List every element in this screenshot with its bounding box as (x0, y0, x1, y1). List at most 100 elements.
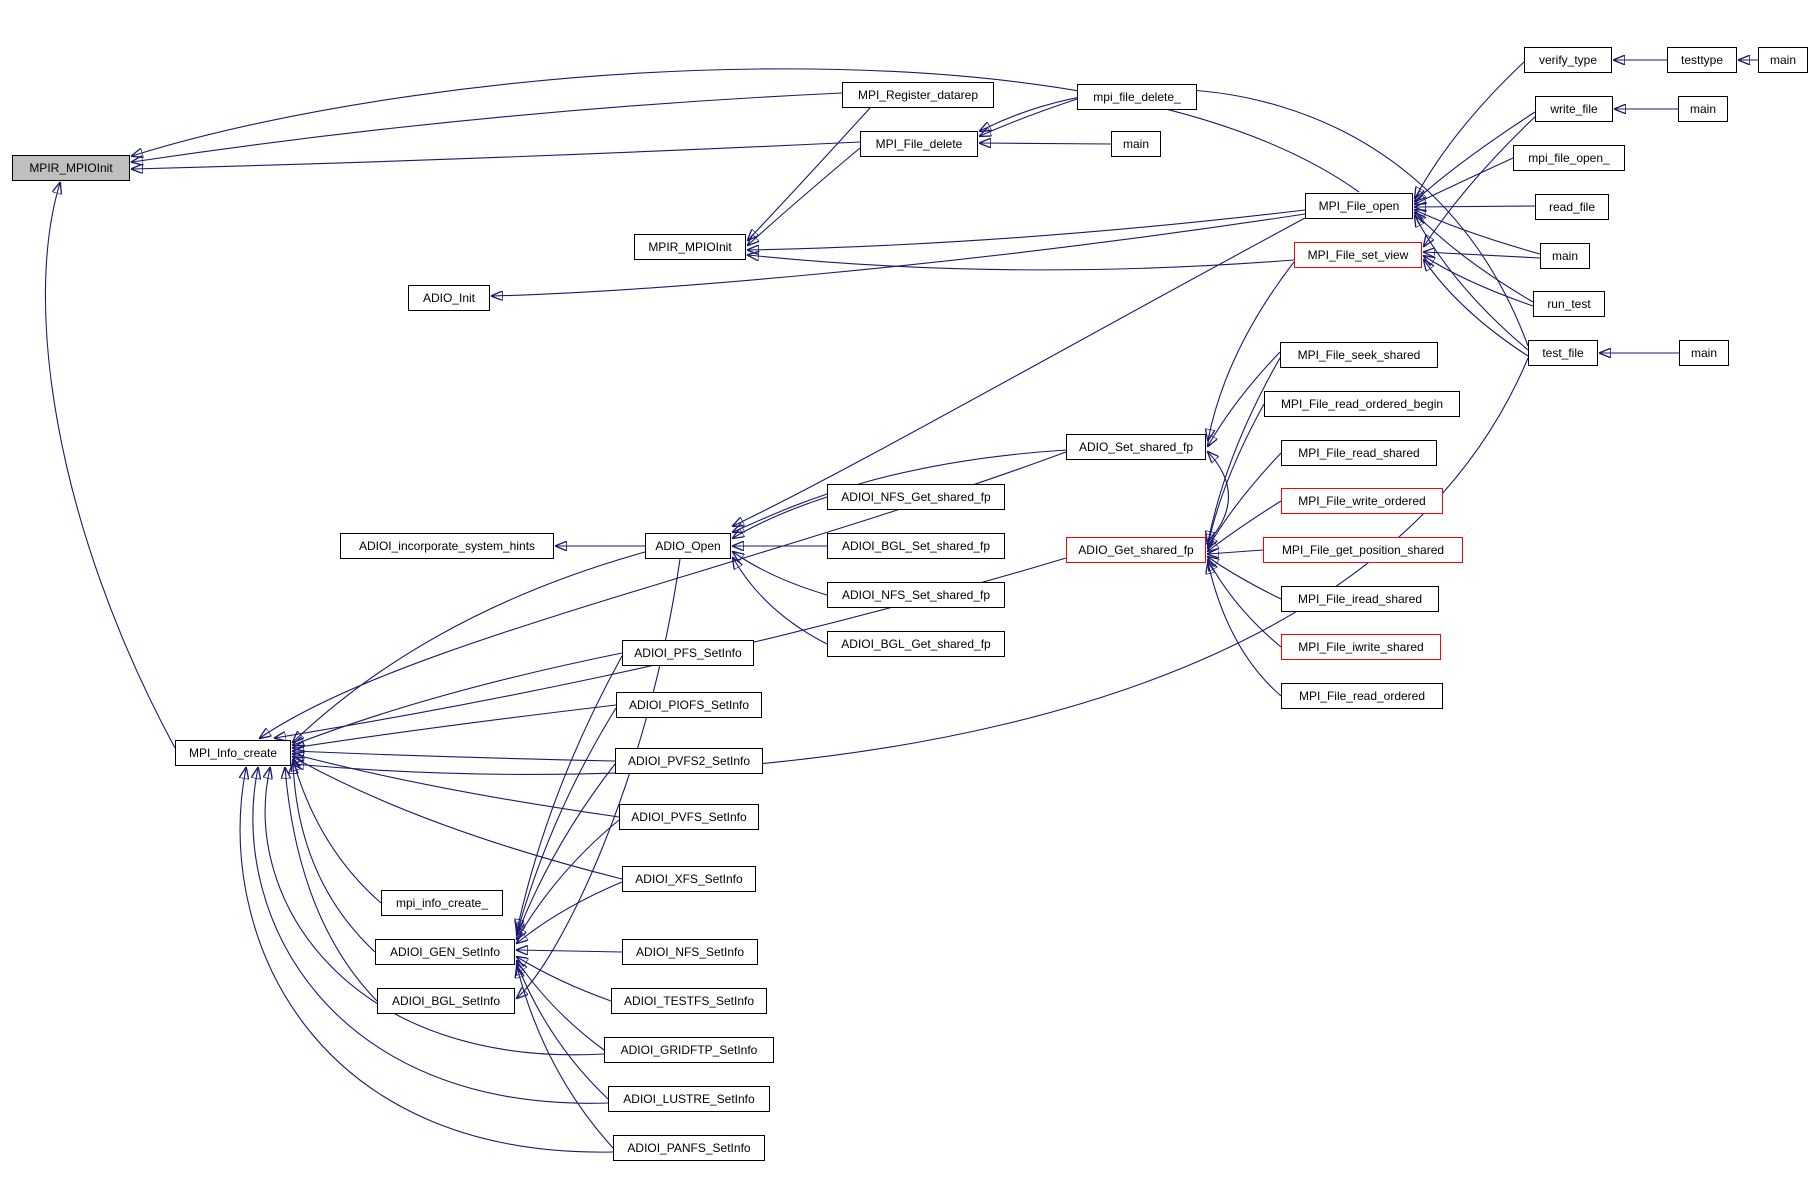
edge-mpi_file_get_position_shared-to-adio_get_shared_fp (1208, 550, 1264, 554)
edge-mpi_file_open-to-adio_open (733, 217, 1306, 526)
edge-write_file-to-mpi_file_open (1415, 111, 1536, 201)
edge-mpi_file_seek_shared-to-adio_get_shared_fp (1208, 357, 1281, 542)
node-mpi_file_seek_shared[interactable]: MPI_File_seek_shared (1280, 342, 1438, 368)
edge-adioi_gen_setinfo-to-mpi_info_create (293, 763, 376, 953)
edge-mpi_info_create_f-to-mpi_info_create (293, 760, 382, 904)
node-mpi_file_read_ordered[interactable]: MPI_File_read_ordered (1281, 683, 1443, 709)
node-mpi_file_read_ordered_begin[interactable]: MPI_File_read_ordered_begin (1264, 391, 1460, 417)
node-mpi_file_get_position_shared[interactable]: MPI_File_get_position_shared (1263, 537, 1463, 563)
node-main_tf[interactable]: main (1679, 340, 1729, 366)
edge-test_file-to-mpi_file_delete (980, 88, 1529, 347)
edge-mpi_info_create-to-mpir_main (44, 183, 176, 749)
edge-mpi_file_delete-to-mpir_main (132, 141, 861, 169)
node-adioi_nfs_set_shared_fp[interactable]: ADIOI_NFS_Set_shared_fp (827, 582, 1005, 608)
node-adioi_pvfs2_setinfo[interactable]: ADIOI_PVFS2_SetInfo (615, 748, 763, 774)
node-adioi_nfs_setinfo[interactable]: ADIOI_NFS_SetInfo (622, 939, 758, 965)
node-mpi_register_datarep[interactable]: MPI_Register_datarep (842, 82, 994, 108)
edge-mpi_file_open-to-adio_init (492, 213, 1306, 296)
node-mpi_file_delete[interactable]: MPI_File_delete (860, 131, 978, 157)
edge-test_file-to-mpi_info_create (293, 357, 1529, 775)
node-main_c[interactable]: main (1540, 243, 1590, 269)
node-adio_open[interactable]: ADIO_Open (645, 533, 731, 559)
edge-mpi_file_read_shared-to-adio_get_shared_fp (1208, 452, 1282, 548)
edge-adioi_gridftp_setinfo-to-mpi_info_create (265, 768, 605, 1056)
node-run_test[interactable]: run_test (1533, 291, 1605, 317)
node-mpi_info_create[interactable]: MPI_Info_create (175, 740, 291, 766)
edge-adioi_lustre_setinfo-to-mpi_info_create (253, 768, 609, 1104)
edge-adioi_gridftp_setinfo-to-adioi_gen_setinfo (517, 961, 605, 1051)
node-mpi_file_open_f[interactable]: mpi_file_open_ (1513, 145, 1625, 171)
node-adioi_pvfs_setinfo[interactable]: ADIOI_PVFS_SetInfo (619, 804, 759, 830)
node-adioi_bgl_set_shared_fp[interactable]: ADIOI_BGL_Set_shared_fp (827, 533, 1005, 559)
node-mpi_file_open[interactable]: MPI_File_open (1305, 193, 1413, 219)
node-mpi_info_create_f[interactable]: mpi_info_create_ (381, 890, 503, 916)
node-test_file[interactable]: test_file (1528, 340, 1598, 366)
node-mpi_file_write_ordered[interactable]: MPI_File_write_ordered (1281, 488, 1443, 514)
node-mpi_file_iwrite_shared[interactable]: MPI_File_iwrite_shared (1281, 634, 1441, 660)
edge-adioi_panfs_setinfo-to-adioi_gen_setinfo (517, 967, 614, 1149)
node-mpi_file_delete_f[interactable]: mpi_file_delete_ (1077, 84, 1197, 110)
node-adioi_gridftp_setinfo[interactable]: ADIOI_GRIDFTP_SetInfo (604, 1037, 774, 1063)
edge-adioi_piofs_setinfo-to-mpi_info_create (293, 704, 617, 748)
node-adioi_lustre_setinfo[interactable]: ADIOI_LUSTRE_SetInfo (608, 1086, 770, 1112)
edge-adioi_nfs_setinfo-to-adioi_gen_setinfo (517, 950, 623, 952)
edge-adioi_bgl_setinfo-to-mpi_info_create (285, 768, 378, 1002)
edge-test_file-to-mpi_file_open (1415, 216, 1529, 351)
edge-write_file-to-mpi_file_set_view (1424, 113, 1539, 246)
node-write_file[interactable]: write_file (1535, 96, 1613, 122)
node-mpi_file_iread_shared[interactable]: MPI_File_iread_shared (1281, 586, 1439, 612)
edge-adioi_pvfs2_setinfo-to-mpi_info_create (293, 751, 616, 762)
node-adioi_testfs_setinfo[interactable]: ADIOI_TESTFS_SetInfo (611, 988, 767, 1014)
edge-adio_get_shared_fp-to-adio_set_shared_fp (1205, 452, 1229, 545)
edge-run_test-to-mpi_file_open (1415, 213, 1534, 303)
edge-test_file-to-mpi_file_set_view (1424, 260, 1529, 357)
node-adioi_nfs_get_shared_fp[interactable]: ADIOI_NFS_Get_shared_fp (827, 484, 1005, 510)
edge-adio_open-to-adioi_bgl_setinfo (517, 558, 681, 998)
node-main_b[interactable]: main (1111, 131, 1161, 157)
edge-adioi_lustre_setinfo-to-adioi_gen_setinfo (517, 964, 609, 1100)
edge-adioi_xfs_setinfo-to-adioi_gen_setinfo (517, 881, 623, 943)
node-mpi_file_read_shared[interactable]: MPI_File_read_shared (1281, 440, 1437, 466)
edge-adioi_pvfs_setinfo-to-mpi_info_create (293, 754, 620, 818)
node-mpir_2[interactable]: MPIR_MPIOInit (634, 234, 746, 260)
edge-mpi_file_open_f-to-mpi_file_open (1415, 157, 1514, 204)
node-adio_set_shared_fp[interactable]: ADIO_Set_shared_fp (1066, 434, 1206, 460)
edge-mpi_file_delete-to-mpir_2 (748, 147, 861, 245)
node-main_a[interactable]: main (1758, 47, 1808, 73)
edge-mpi_file_iwrite_shared-to-adio_get_shared_fp (1208, 560, 1282, 648)
edge-mpi_file_write_ordered-to-adio_get_shared_fp (1208, 500, 1282, 551)
node-adio_init[interactable]: ADIO_Init (408, 285, 490, 311)
node-adioi_panfs_setinfo[interactable]: ADIOI_PANFS_SetInfo (613, 1135, 765, 1161)
node-main_wf[interactable]: main (1678, 96, 1728, 122)
edge-mpi_file_delete_f-to-mpi_file_delete (980, 98, 1078, 136)
node-adioi_pfs_setinfo[interactable]: ADIOI_PFS_SetInfo (622, 640, 754, 666)
edge-mpi_register_datarep-to-mpir_main (132, 92, 843, 162)
node-read_file[interactable]: read_file (1535, 194, 1609, 220)
edge-mpi_file_read_ordered_begin-to-adio_get_shared_fp (1208, 403, 1265, 545)
edge-mpi_file_open-to-mpir_2 (748, 209, 1306, 250)
node-mpir_main[interactable]: MPIR_MPIOInit (12, 155, 130, 181)
edge-adioi_xfs_setinfo-to-mpi_info_create (293, 757, 623, 880)
node-adio_get_shared_fp[interactable]: ADIO_Get_shared_fp (1066, 537, 1206, 563)
edge-mpi_file_set_view-to-adio_set_shared_fp (1208, 261, 1295, 440)
edge-mpi_file_set_view-to-mpir_2 (748, 255, 1295, 271)
node-verify_type[interactable]: verify_type (1524, 47, 1612, 73)
edge-adioi_piofs_setinfo-to-adioi_gen_setinfo (517, 707, 617, 933)
node-mpi_file_set_view[interactable]: MPI_File_set_view (1294, 242, 1422, 268)
node-adioi_bgl_get_shared_fp[interactable]: ADIOI_BGL_Get_shared_fp (827, 631, 1005, 657)
edge-adioi_pvfs_setinfo-to-adioi_gen_setinfo (517, 819, 620, 939)
node-adioi_xfs_setinfo[interactable]: ADIOI_XFS_SetInfo (622, 866, 756, 892)
edge-adioi_bgl_get_shared_fp-to-adio_open (733, 558, 828, 645)
node-testtype[interactable]: testtype (1667, 47, 1737, 73)
edge-mpi_file_seek_shared-to-adio_set_shared_fp (1208, 351, 1281, 446)
node-adioi_bgl_setinfo[interactable]: ADIOI_BGL_SetInfo (377, 988, 515, 1014)
node-adioi_gen_setinfo[interactable]: ADIOI_GEN_SetInfo (375, 939, 515, 965)
edge-mpi_register_datarep-to-mpir_2 (748, 107, 871, 240)
node-adioi_incorporate_system_hints[interactable]: ADIOI_incorporate_system_hints (340, 533, 554, 559)
edge-adioi_nfs_set_shared_fp-to-adio_open (733, 552, 828, 596)
edge-adioi_pvfs2_setinfo-to-adioi_gen_setinfo (517, 763, 616, 935)
edge-mpi_file_read_ordered-to-adio_get_shared_fp (1208, 563, 1282, 697)
edge-read_file-to-mpi_file_open (1415, 206, 1536, 207)
node-adioi_piofs_setinfo[interactable]: ADIOI_PIOFS_SetInfo (616, 692, 762, 718)
edge-adioi_panfs_setinfo-to-mpi_info_create (240, 768, 614, 1153)
